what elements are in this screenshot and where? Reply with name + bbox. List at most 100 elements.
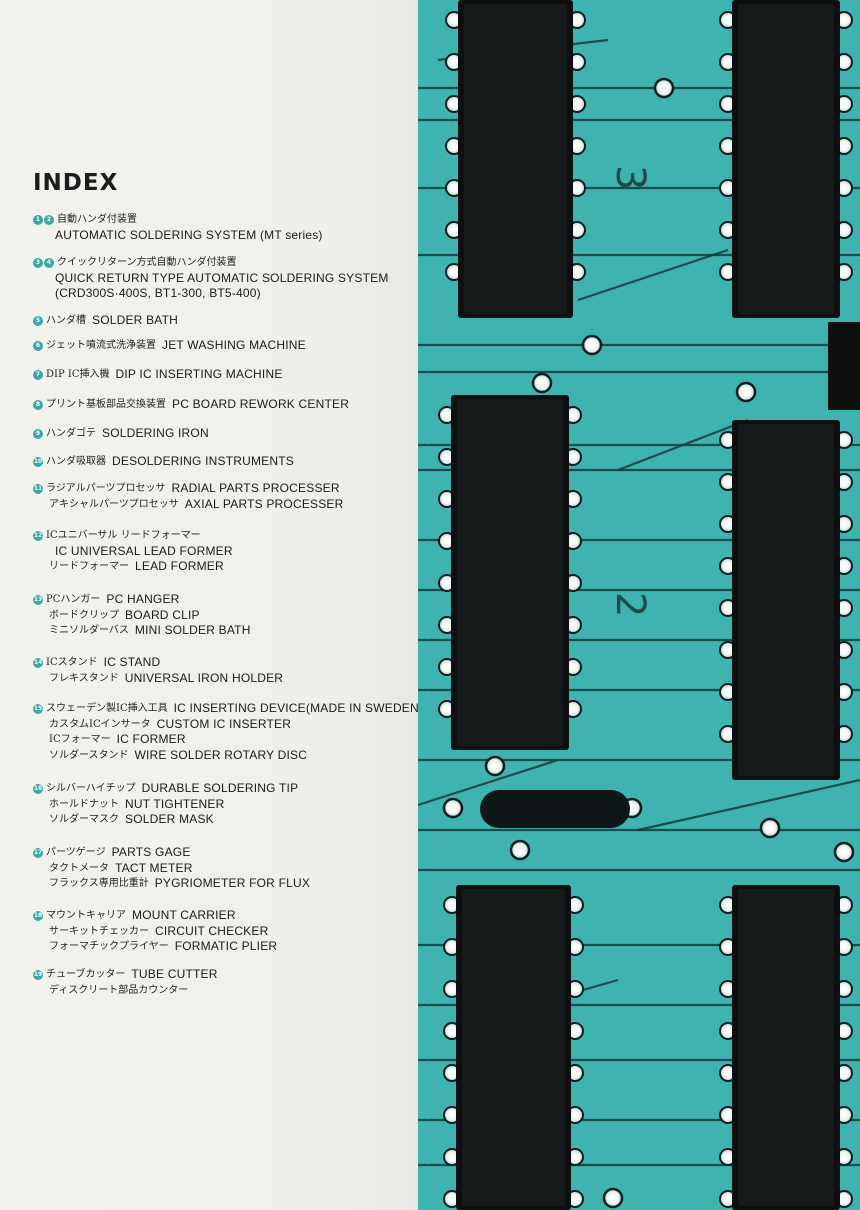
entry-english-text: JET WASHING MACHINE	[162, 338, 306, 352]
entry-japanese-text: DIP IC挿入機	[46, 369, 110, 380]
entry-english-text: PYGRIOMETER FOR FLUX	[154, 876, 311, 891]
trace	[617, 418, 749, 472]
trace	[577, 248, 729, 302]
entry-english-text: MOUNT CARRIER	[132, 908, 236, 922]
via-pad	[509, 839, 531, 861]
entry-number-badge: 9	[33, 428, 43, 439]
entry-english-text: AUTOMATIC SOLDERING SYSTEM (MT series)	[55, 227, 323, 242]
entry-english-text: DURABLE SOLDERING TIP	[141, 781, 299, 795]
entry-english-text: QUICK RETURN TYPE AUTOMATIC SOLDERING SY…	[55, 270, 389, 285]
entry-japanese-text: サーキットチェッカー	[49, 925, 149, 937]
entry-number-badge: 13	[33, 594, 43, 605]
entry-english-text: FORMATIC PLIER	[174, 939, 278, 954]
entry-number-badges: 9	[33, 428, 43, 439]
index-title: INDEX	[33, 170, 119, 196]
entry-number-badge: 10	[33, 456, 43, 467]
entry-number-badge: 11	[33, 483, 43, 494]
entry-english-text: IC FORMER	[116, 732, 186, 747]
entry-japanese-text: フレキスタンド	[49, 672, 119, 684]
chip-label-mid: 2	[607, 592, 653, 617]
via-pad	[759, 817, 781, 839]
entry-number-badge: 6	[33, 340, 43, 351]
ic-chip-face	[738, 4, 834, 314]
entry-japanese-text: 自動ハンダ付装置	[57, 214, 137, 225]
entry-english-text: MINI SOLDER BATH	[134, 623, 251, 638]
entry-number-badges: 17	[33, 847, 43, 858]
entry-number-badge: 17	[33, 847, 43, 858]
index-entry-line: ICフォーマー IC FORMER	[33, 732, 423, 748]
entry-japanese-text: マウントキャリア	[46, 910, 126, 921]
entry-japanese-text: ミニソルダーバス	[49, 625, 129, 637]
entry-number-badges: 8	[33, 399, 43, 410]
chip-label-top: 3	[607, 165, 653, 190]
entry-english-text: PC HANGER	[106, 592, 180, 606]
entry-japanese-text: フォーマチックプライヤー	[49, 941, 169, 953]
entry-number-badges: 18	[33, 910, 43, 921]
ic-chips	[451, 0, 860, 1210]
entry-english-text: PC BOARD REWORK CENTER	[172, 397, 350, 411]
entry-english-text: UNIVERSAL IRON HOLDER	[124, 670, 284, 685]
entry-number-badge: 2	[44, 214, 54, 225]
ic-chip-face	[738, 424, 834, 776]
entry-english-text: IC STAND	[103, 655, 161, 669]
entry-japanese-text: タクトメータ	[49, 862, 109, 874]
entry-number-badges: 10	[33, 456, 43, 467]
entry-japanese-text: ソルダースタンド	[49, 749, 129, 761]
ic-chip	[828, 322, 860, 410]
entry-japanese-text: ディスクリート部品カウンター	[49, 984, 189, 996]
entry-number-badges: 7	[33, 369, 43, 380]
entry-japanese-text: ラジアルパーツプロセッサ	[46, 483, 166, 494]
index-entry-line: AUTOMATIC SOLDERING SYSTEM (MT series)	[33, 228, 323, 244]
entry-english-text: PARTS GAGE	[111, 845, 191, 859]
entry-english-text: SOLDER BATH	[92, 313, 178, 327]
entry-japanese-text: ハンダゴテ	[46, 428, 96, 439]
entry-japanese-text: ICフォーマー	[49, 734, 111, 746]
index-entry-line: カスタムICインサータ CUSTOM IC INSERTER	[33, 717, 423, 733]
entry-english-text: BOARD CLIP	[125, 607, 200, 622]
entry-english-text: NUT TIGHTENER	[125, 796, 225, 811]
entry-number-badges: 5	[33, 315, 43, 326]
via-pad	[735, 381, 757, 403]
entry-number-badge: 19	[33, 969, 43, 980]
entry-number-badge: 18	[33, 910, 43, 921]
via-pad	[531, 372, 553, 394]
entry-japanese-text: カスタムICインサータ	[49, 718, 151, 730]
index-entry-line: ディスクリート部品カウンター	[33, 983, 218, 999]
entry-number-badge: 5	[33, 315, 43, 326]
entry-number-badges: 14	[33, 657, 43, 668]
entry-japanese-text: パーツゲージ	[46, 847, 106, 858]
entry-english-text: CUSTOM IC INSERTER	[156, 716, 292, 731]
index-entry-line: フォーマチックプライヤー FORMATIC PLIER	[33, 939, 277, 955]
entry-number-badge: 12	[33, 530, 43, 541]
index-entry-line: QUICK RETURN TYPE AUTOMATIC SOLDERING SY…	[33, 271, 389, 287]
entry-english-text: DIP IC INSERTING MACHINE	[115, 367, 283, 381]
ic-chip-face	[462, 889, 565, 1206]
entry-number-badge: 7	[33, 369, 43, 380]
entry-japanese-text: リードフォーマー	[49, 561, 129, 573]
entry-japanese-text: スウェーデン製IC挿入工具	[46, 703, 168, 714]
entry-english-text: IC UNIVERSAL LEAD FORMER	[55, 543, 233, 558]
